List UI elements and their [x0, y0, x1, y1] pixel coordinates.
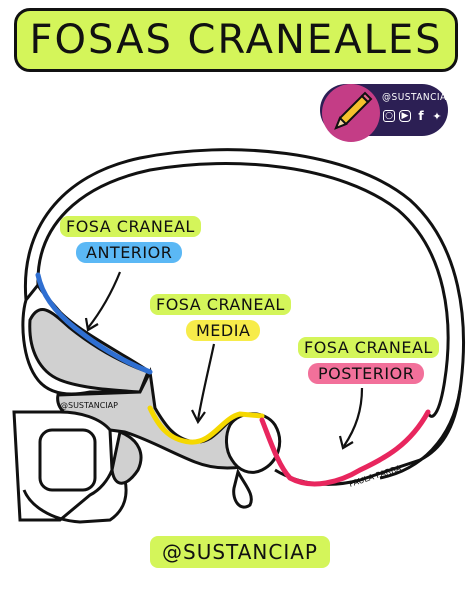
sinus-block [38, 428, 97, 492]
instagram-icon[interactable]: ○ [383, 110, 395, 122]
label-media-line2: MEDIA [186, 320, 261, 341]
badge-handle: @SUSTANCIAP [382, 92, 453, 103]
mandible-block [22, 468, 128, 524]
media-fossa-line [147, 405, 265, 445]
posterior-arrowhead [338, 435, 354, 450]
label-media-line1: FOSA CRANEAL [150, 294, 291, 315]
posterior-arrow [343, 387, 364, 447]
footer-tag: @SUSTANCIAP [150, 536, 330, 568]
label-anterior-line1: FOSA CRANEAL [60, 216, 201, 237]
label-anterior-line2: ANTERIOR [76, 242, 183, 263]
facebook-icon[interactable]: f [418, 108, 424, 123]
label-posterior-line2: POSTERIOR [308, 363, 425, 384]
anterior-arrowhead [84, 317, 99, 332]
posterior-fossa-line [259, 409, 431, 487]
skull-inner-vault [36, 162, 450, 418]
media-arrowhead [191, 409, 206, 425]
media-arrow [196, 343, 216, 421]
anterior-fossa-line [35, 272, 153, 375]
mastoid [232, 467, 253, 509]
anterior-arrow [87, 271, 122, 329]
twitter-icon[interactable]: ✦ [432, 109, 442, 123]
title-banner: FOSAS CRANEALES [14, 8, 458, 72]
pencil-logo [322, 84, 380, 142]
social-icons: ○ ▶ f ✦ [383, 108, 443, 124]
label-posterior-line1: FOSA CRANEAL [298, 337, 439, 358]
skull-watermark: @SUSTANCIAP [60, 401, 118, 410]
palate-bone [110, 429, 143, 485]
youtube-icon[interactable]: ▶ [399, 110, 411, 122]
occipital-base [274, 389, 462, 486]
page-title: FOSAS CRANEALES [29, 17, 443, 63]
signature: PAULA PARRA [348, 463, 403, 489]
pencil-icon [334, 91, 373, 130]
footer-tag-text: @SUSTANCIAP [162, 540, 318, 564]
